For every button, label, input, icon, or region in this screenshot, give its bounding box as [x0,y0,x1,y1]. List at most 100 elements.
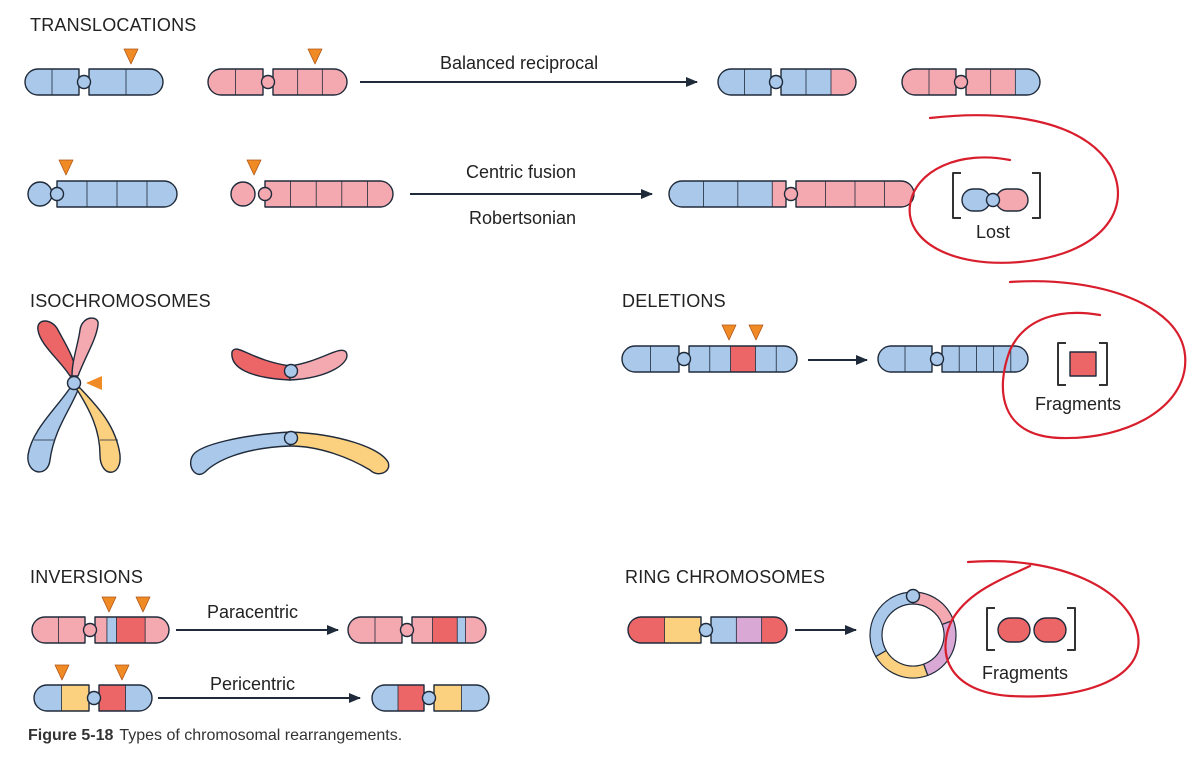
arm-outline [207,68,264,96]
ring-fragment-1 [997,617,1031,643]
chromosome-pink-1-p-arm [207,68,264,96]
iso-arm-lower-left [27,387,79,473]
arm-outline [688,345,798,373]
ring-segment [875,649,929,679]
centromere [76,74,92,90]
arm-outline [33,684,90,712]
band [461,685,489,711]
band [116,617,146,643]
lost-p-blue [961,188,991,212]
band [744,69,771,95]
band [959,346,977,372]
centromere [783,186,799,202]
band [375,617,402,643]
bracket-right [1067,607,1076,651]
breakpoint-marker [721,324,737,341]
fused-chromosome-p-arm [668,180,787,208]
iso-upper-right-arm [289,349,348,381]
bracket-left [986,607,995,651]
deletion-original-p-arm [621,345,680,373]
band [106,617,117,643]
iso-lower-left-arm [189,431,291,475]
band [99,685,126,711]
band [669,181,704,207]
ring-segment [869,591,914,658]
pericentric-result-q-arm [433,684,490,712]
deletion-original-q-arm [688,345,798,373]
band [622,346,651,372]
label-robertsonian: Robertsonian [469,208,577,228]
bracket-left [952,172,961,219]
translocated-blue-q-arm [780,68,857,96]
band [117,181,148,207]
arm-outline [795,180,915,208]
deletion-result-q-arm [941,345,1029,373]
heading-inversions: INVERSIONS [30,567,144,587]
chromosome-blue-1-q-arm [88,68,164,96]
figure-caption-text: Types of chromosomal rearrangements. [119,727,403,744]
band [34,685,62,711]
band [95,617,108,643]
band [1010,346,1028,372]
arm-outline [88,68,164,96]
breakpoint-marker [307,48,323,65]
iso-upper-left-arm [231,348,291,381]
acrocentric-blue-q [56,180,178,208]
figure-caption: Figure 5-18 Types of chromosomal rearrang… [28,727,402,745]
band [776,346,797,372]
pericentric-original-q-arm [98,684,153,712]
band [52,69,79,95]
band [929,69,956,95]
translocated-blue-p-arm [717,68,772,96]
band [990,69,1016,95]
arm-outline [941,345,1029,373]
breakpoint-marker [54,664,70,681]
breakpoint-marker [86,376,102,390]
band [902,69,930,95]
breakpoint-marker [123,48,139,65]
centromere [929,351,945,367]
figure-number: Figure 5-18 [28,727,114,744]
arm-outline [668,180,787,208]
band [61,685,89,711]
band [316,181,343,207]
band [628,617,665,643]
breakpoint-marker [246,159,262,176]
band [664,617,701,643]
band [58,617,85,643]
band [772,181,786,207]
band [235,69,263,95]
breakpoint-marker [114,664,130,681]
band [32,617,59,643]
band [341,181,368,207]
band [709,346,732,372]
arm-outline [31,616,86,644]
centromere [698,622,714,638]
bracket-right [1032,172,1041,219]
translocated-pink-p-arm [901,68,957,96]
heading-deletions: DELETIONS [622,291,726,311]
arm-outline [411,616,487,644]
annotation-circle-fragments-ring [944,560,1140,698]
band [942,346,960,372]
centromere [257,186,273,202]
centromere [283,363,299,379]
arm-outline [98,684,153,712]
paracentric-original-q-arm [94,616,170,644]
centromere [82,622,98,638]
arm-outline [627,616,702,644]
fused-chromosome-q-arm [795,180,915,208]
band [884,181,914,207]
arm-outline [272,68,348,96]
band [25,69,53,95]
arm-outline [621,345,680,373]
band [781,69,807,95]
label-centric-fusion: Centric fusion [466,162,577,182]
acrocentric-p-pink [230,181,256,207]
deleted-fragment [1069,351,1097,377]
annotation-circle-fragments-deletion [1001,280,1187,440]
heading-isochromosomes: ISOCHROMOSOMES [30,291,211,311]
band [412,617,434,643]
centromere [905,588,921,604]
band [432,617,458,643]
